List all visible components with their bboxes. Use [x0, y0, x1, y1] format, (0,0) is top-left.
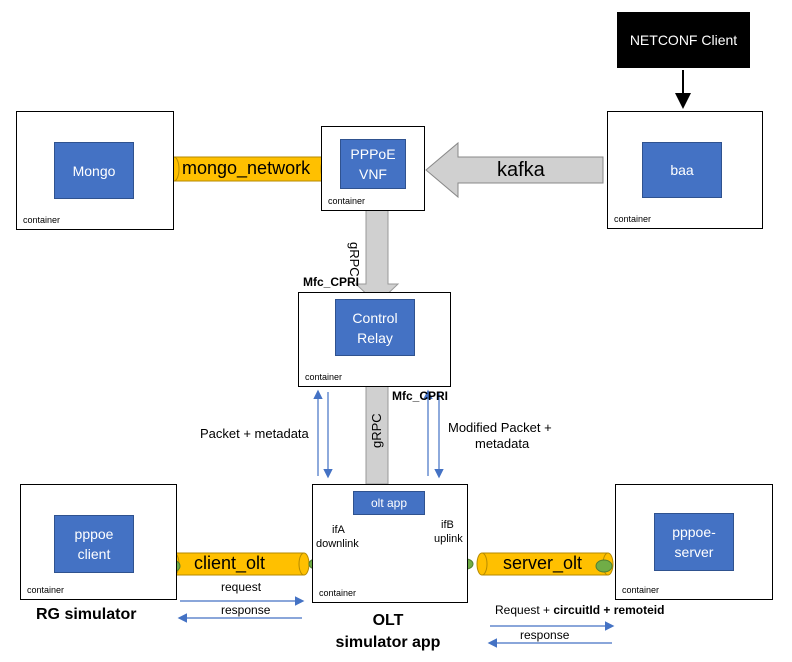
packet-metadata-label: Packet + metadata: [200, 426, 309, 441]
mongo-container: Mongo container: [16, 111, 174, 230]
ifB-label: ifB: [441, 519, 454, 531]
container-label: container: [305, 372, 343, 382]
pppoe-vnf-box: PPPoE VNF: [340, 139, 406, 189]
server-request-text: Request +: [495, 603, 554, 617]
control-relay-label: Control Relay: [352, 309, 398, 346]
olt-container: olt app container: [312, 484, 468, 603]
mongo-network-label: mongo_network: [182, 158, 311, 178]
pppoe-vnf-label: PPPoE VNF: [350, 146, 396, 182]
server-request-label: Request + circuitId + remoteid: [495, 603, 664, 617]
olt-app-label: olt app: [370, 496, 408, 510]
pppoe-client-label: pppoe client: [74, 526, 114, 562]
rg-simulator-title: RG simulator: [36, 606, 137, 623]
mfc-cpri-top-label: Mfc_CPRI: [303, 275, 360, 289]
pppoe-vnf-container: PPPoE VNF container: [321, 126, 425, 211]
server-request-ids: circuitId + remoteid: [553, 603, 665, 617]
ifA-label: ifA: [332, 524, 345, 536]
kafka-label: kafka: [497, 159, 545, 181]
control-relay-container: Control Relay container: [298, 292, 451, 387]
client-olt-label: client_olt: [194, 553, 266, 573]
baa-box: baa: [642, 142, 722, 198]
grpc-down-arrow: [354, 209, 400, 305]
pppoe-server-container: pppoe- server container: [615, 484, 773, 600]
server-olt-label: server_olt: [503, 553, 583, 573]
uplink-label: uplink: [434, 533, 463, 545]
pppoe-server-box: pppoe- server: [654, 513, 734, 571]
server-response-label: response: [520, 628, 570, 642]
mfc-cpri-bottom-label: Mfc_CPRI: [392, 389, 449, 403]
container-label: container: [328, 196, 366, 206]
mongo-box: Mongo: [54, 142, 134, 199]
modified-packet-label: Modified Packet +: [448, 420, 552, 435]
netconf-client-label: NETCONF Client: [629, 32, 738, 48]
pppoe-server-label: pppoe- server: [672, 524, 716, 560]
pppoe-client-box: pppoe client: [54, 515, 134, 573]
container-label: container: [27, 585, 65, 595]
modified-packet-label-2: metadata: [475, 436, 530, 451]
server-dot: [595, 559, 613, 573]
response-label: response: [221, 603, 271, 617]
downlink-label: downlink: [316, 538, 359, 550]
control-relay-box: Control Relay: [335, 299, 415, 356]
baa-label: baa: [670, 162, 694, 178]
grpc-bottom-label: gRPC: [369, 413, 384, 448]
container-label: container: [622, 585, 660, 595]
container-label: container: [614, 214, 652, 224]
container-label: container: [23, 215, 61, 225]
olt-app-box: olt app: [353, 491, 425, 515]
request-label: request: [221, 580, 262, 594]
mongo-label: Mongo: [72, 162, 116, 179]
kafka-arrow: [425, 141, 604, 199]
netconf-client: NETCONF Client: [617, 12, 750, 68]
baa-container: baa container: [607, 111, 763, 229]
container-label: container: [319, 588, 357, 598]
grpc-top-label: gRPC: [347, 242, 362, 277]
olt-simulator-title: OLT simulator app: [335, 612, 441, 651]
pppoe-client-container: pppoe client container: [20, 484, 177, 600]
